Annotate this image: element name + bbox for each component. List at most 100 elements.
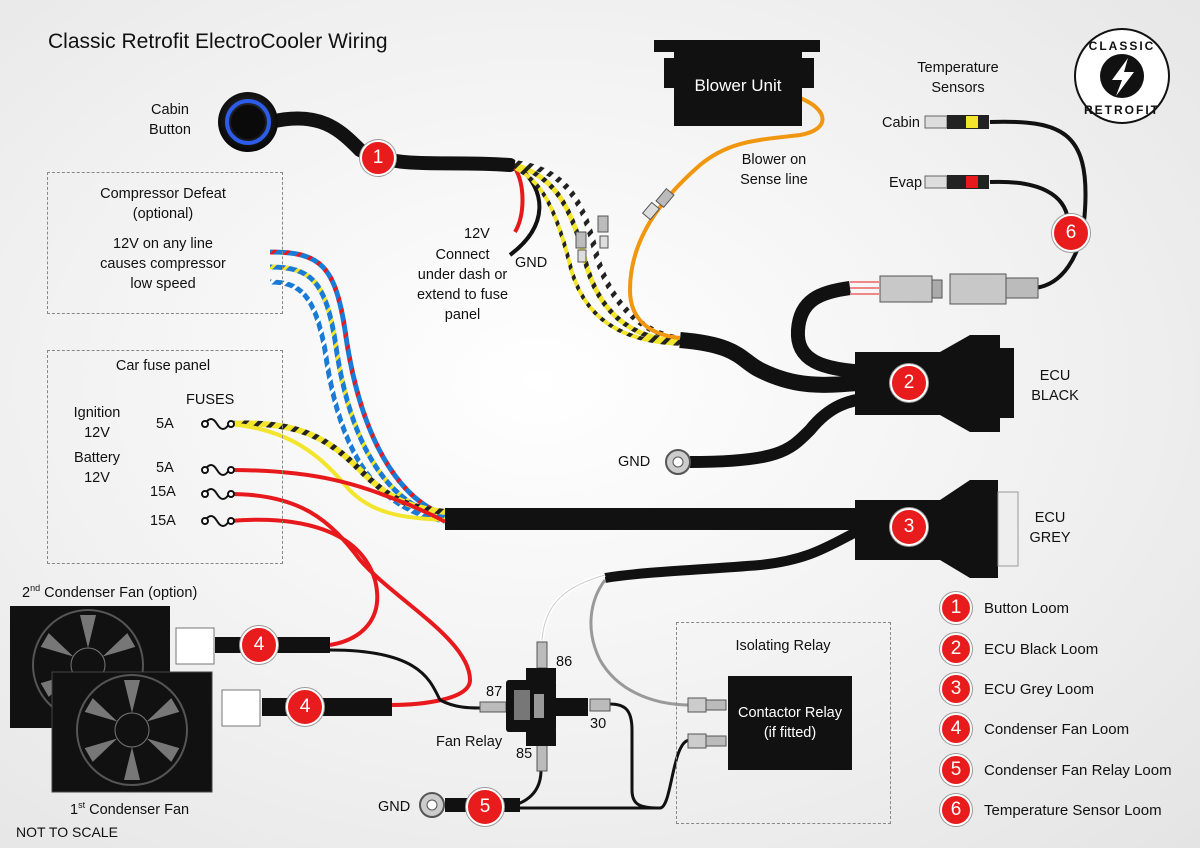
badge-5: 5 — [466, 788, 504, 826]
fuse-rating-2: 5A — [156, 460, 174, 476]
gnd-label-relay: GND — [378, 799, 411, 815]
legend-badge-4: 4 — [940, 713, 972, 745]
sensor-loom-cable — [790, 281, 871, 379]
wire-defeat-yellow — [269, 264, 446, 521]
cabin-button-text: Cabin Button — [149, 102, 191, 138]
label-12v: 12V — [464, 226, 490, 242]
temp-sensors-heading: Temperature Sensors — [917, 60, 999, 96]
wire-battery-15a-b — [229, 517, 380, 647]
fan1-text: Condenser Fan — [89, 801, 190, 818]
logo-badge — [1074, 28, 1170, 124]
contactor-relay-device — [687, 676, 852, 770]
wire-battery-15a-a — [229, 492, 473, 707]
fan-relay-label: Fan Relay — [436, 734, 503, 750]
wire-12v-red — [513, 166, 525, 234]
fuse-rating-4: 15A — [150, 513, 176, 529]
fuse-symbols — [204, 418, 230, 527]
gnd-ring-relay — [419, 792, 445, 818]
not-to-scale: NOT TO SCALE — [16, 824, 118, 840]
legend-badge-3: 3 — [940, 673, 972, 705]
badge-3: 3 — [890, 508, 928, 546]
cabin-button-label: Cabin Button — [140, 100, 200, 140]
ecu-black-label: ECU BLACK — [1031, 368, 1079, 404]
relay-pin-85: 85 — [516, 746, 533, 762]
ecu-black-cable — [679, 332, 871, 393]
legend-badge-1: 1 — [940, 592, 972, 624]
cabin-button-device — [218, 92, 278, 152]
fan2-number: 2 — [22, 584, 31, 601]
compressor-defeat-box — [47, 172, 283, 314]
ecu-black-gnd-cable — [689, 392, 871, 468]
legend-text-5: Condenser Fan Relay Loom — [984, 761, 1172, 779]
legend-row-4: 4 Condenser Fan Loom — [940, 712, 1129, 746]
legend-row-3: 3 ECU Grey Loom — [940, 672, 1094, 706]
fuse-rating-3: 15A — [150, 484, 176, 500]
contactor-relay-label: Contactor Relay (if fitted) — [738, 705, 842, 741]
relay-pin-30: 30 — [590, 716, 607, 732]
ecu-grey-housing — [855, 480, 1019, 578]
sensor-evap — [924, 175, 989, 189]
ecu-grey-label: ECU GREY — [1029, 510, 1071, 546]
badge-1: 1 — [360, 140, 396, 176]
legend-row-2: 2 ECU Black Loom — [940, 632, 1098, 666]
fuse-panel-box — [47, 350, 283, 564]
blower-unit-label: Blower Unit — [694, 76, 782, 95]
relay-pin-86: 86 — [556, 654, 573, 670]
compressor-defeat-heading: Compressor Defeat (optional) — [100, 186, 226, 222]
wire-stripe-yellow-b — [514, 166, 691, 346]
fan2-black-to-87 — [329, 648, 481, 710]
wire-defeat-white — [269, 279, 446, 524]
sensor-evap-wire — [989, 179, 1070, 221]
wire-ignition-yellow-b — [229, 422, 446, 522]
wire-defeat-red — [269, 249, 446, 518]
badge-6: 6 — [1052, 214, 1090, 252]
blower-unit-device — [654, 40, 820, 126]
gnd-label-ecu: GND — [618, 454, 651, 470]
fan2-text: Condenser Fan (option) — [44, 584, 198, 601]
ecu-black-housing — [855, 335, 1014, 432]
button-loom-cable — [263, 111, 517, 172]
blower-sense-connector — [641, 187, 675, 221]
wire-contactor-grey — [589, 579, 691, 707]
sensor-connector — [850, 273, 1039, 305]
fuse-panel-heading: Car fuse panel — [115, 358, 211, 374]
gnd-ring-ecu-black — [665, 449, 691, 475]
blower-sense-label: Blower on Sense line — [740, 152, 808, 188]
isolating-relay-heading: Isolating Relay — [735, 638, 831, 654]
legend-text-3: ECU Grey Loom — [984, 680, 1095, 698]
lightning-bolt-icon — [1112, 58, 1134, 96]
wire-battery-5a — [229, 468, 447, 524]
badge-2: 2 — [890, 364, 928, 402]
temp-sensor-evap-label: Evap — [889, 175, 923, 191]
label-gnd-dash: GND — [515, 255, 548, 271]
blower-sense-wire — [627, 96, 825, 340]
legend-row-6: 6 Temperature Sensor Loom — [940, 793, 1162, 827]
badge-4-fan1: 4 — [286, 688, 324, 726]
compressor-defeat-note: 12V on any line causes compressor low sp… — [100, 236, 226, 292]
fan-relay-device — [479, 641, 611, 772]
battery-label: Battery 12V — [74, 450, 120, 486]
legend-text-2: ECU Black Loom — [984, 640, 1099, 658]
ecu-grey-cable — [445, 508, 865, 530]
fan1-number: 1 — [70, 801, 79, 818]
legend-badge-5: 5 — [940, 754, 972, 786]
legend-badge-6: 6 — [940, 794, 972, 826]
inline-connector-a — [575, 215, 609, 263]
logo-text-top: CLASSIC — [1088, 39, 1156, 53]
fuse-terminals — [201, 420, 235, 525]
fan2-sup: nd — [30, 583, 41, 593]
fuse-rating-1: 5A — [156, 416, 174, 432]
legend-text-1: Button Loom — [984, 599, 1070, 617]
isolating-relay-box — [676, 622, 891, 824]
ignition-label: Ignition 12V — [73, 405, 121, 441]
condenser-fan-1-label: 1st Condenser Fan — [70, 795, 189, 820]
legend-row-5: 5 Condenser Fan Relay Loom — [940, 753, 1172, 787]
wire-86-white-edge — [541, 574, 606, 641]
wire-30 — [609, 702, 691, 810]
legend-text-4: Condenser Fan Loom — [984, 720, 1130, 738]
badge-4-fan2: 4 — [240, 626, 278, 664]
relay-pin-87: 87 — [486, 684, 503, 700]
sensor-cabin-wire — [989, 119, 1088, 290]
